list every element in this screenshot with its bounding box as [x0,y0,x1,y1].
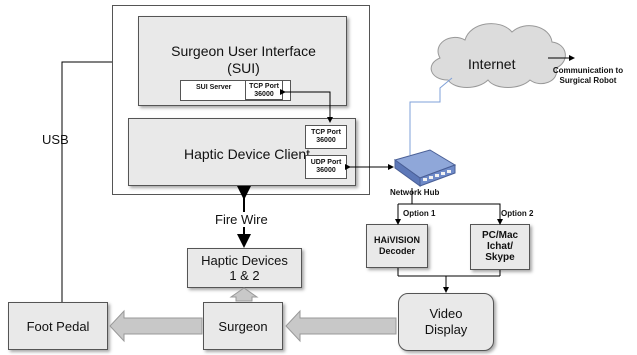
option-branch-right [398,203,503,225]
surgeon-to-pedal-arrow [109,309,203,343]
sui-server-label: SUI Server [196,84,232,91]
robot-comm-label: Communication to Surgical Robot [552,66,624,85]
sui-title: Surgeon User Interface (SUI) [171,43,316,76]
video-display-box: Video Display [398,293,494,351]
haptic-devices-box: Haptic Devices 1 & 2 [187,248,302,288]
option1-label: Option 1 [403,209,436,218]
firewire-label: Fire Wire [215,212,268,227]
haptic-client-tcp-port: TCP Port 36000 [305,125,347,149]
surgeon-to-haptic-arrow [229,287,259,302]
tcp-link [280,89,333,123]
network-hub-label: Network Hub [390,188,440,197]
internet-label: Internet [468,56,516,72]
option2-label: Option 2 [501,209,534,218]
usb-link [61,61,112,302]
video-to-surgeon-arrow [285,309,397,343]
usb-label: USB [42,132,69,147]
foot-pedal-box: Foot Pedal [8,302,108,350]
haptic-client-title: Haptic Device Client [184,146,311,162]
surgeon-box: Surgeon [203,302,283,350]
network-hub-icon [393,149,457,187]
internet-cloud-icon [430,23,566,88]
pc-mac-box: PC/Mac Ichat/ Skype [470,224,530,270]
haivision-decoder-box: HAiVISION Decoder [366,224,428,268]
internet-hub-link [409,77,453,155]
